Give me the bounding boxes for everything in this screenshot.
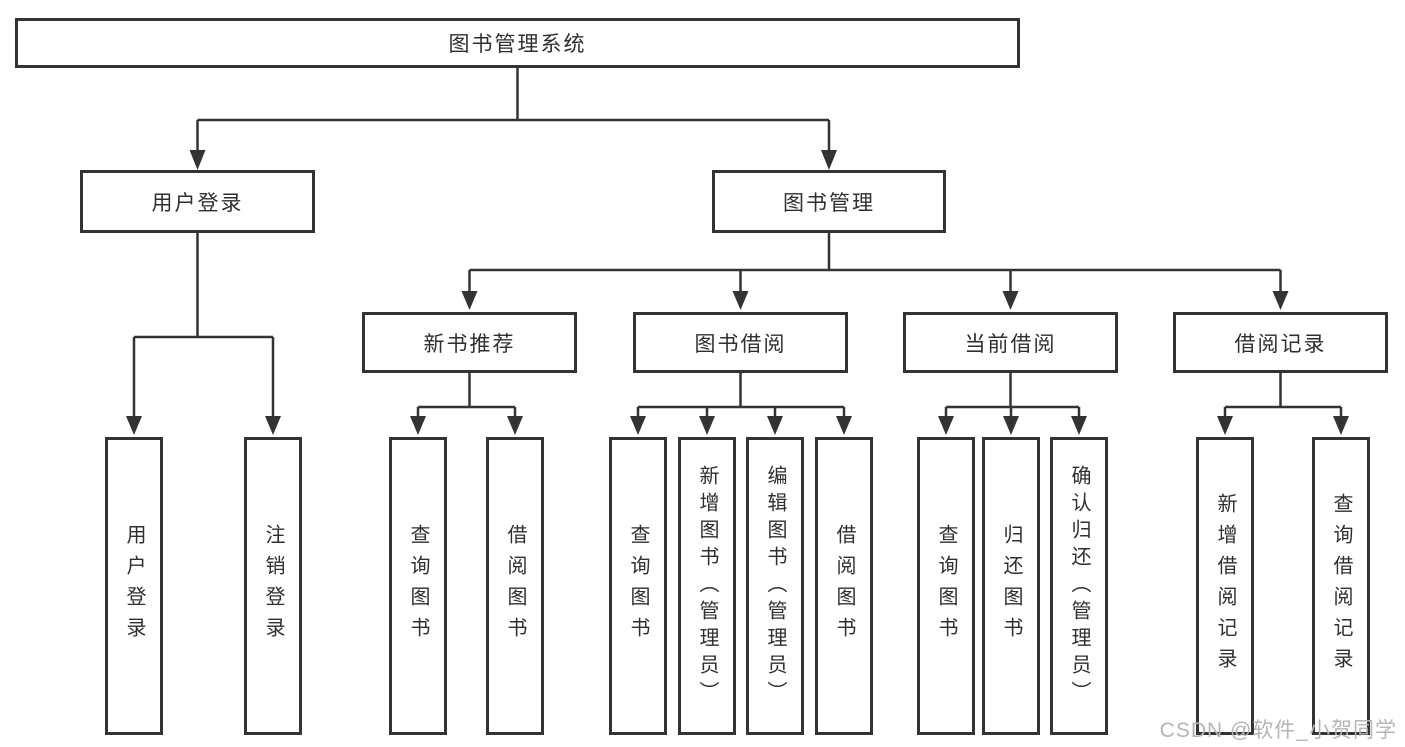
- node-borrow-books-leaf-label: 借阅图书: [833, 524, 855, 648]
- node-query-books-borrow-label: 查询图书: [627, 524, 649, 648]
- node-confirm-return-admin: 确认归还（管理员）: [1050, 437, 1108, 735]
- node-add-borrow-record: 新增借阅记录: [1196, 437, 1254, 735]
- csdn-watermark: CSDN @软件_小贺同学: [1159, 719, 1397, 742]
- node-borrow-books-leaf: 借阅图书: [815, 437, 873, 735]
- node-borrow-books-recommend-label: 借阅图书: [504, 524, 526, 648]
- node-current-borrow-label: 当前借阅: [964, 332, 1057, 356]
- node-book-borrow-label: 图书借阅: [694, 332, 787, 356]
- node-add-borrow-record-label: 新增借阅记录: [1214, 493, 1236, 679]
- node-add-book-admin: 新增图书（管理员）: [678, 437, 736, 735]
- node-current-borrow: 当前借阅: [903, 312, 1118, 373]
- node-book-management: 图书管理: [712, 170, 946, 233]
- node-logout-leaf: 注销登录: [244, 437, 302, 735]
- node-book-borrow: 图书借阅: [633, 312, 848, 373]
- node-edit-book-admin-label: 编辑图书（管理员）: [764, 464, 786, 708]
- arrowheads: [126, 150, 1349, 435]
- node-user-login-branch: 用户登录: [80, 170, 315, 233]
- node-logout-leaf-label: 注销登录: [262, 524, 284, 648]
- node-confirm-return-admin-label: 确认归还（管理员）: [1068, 464, 1090, 708]
- node-user-login-leaf: 用户登录: [105, 437, 163, 735]
- node-query-books-current-label: 查询图书: [935, 524, 957, 648]
- node-query-books-recommend: 查询图书: [389, 437, 447, 735]
- node-root-label: 图书管理系统: [448, 33, 587, 56]
- node-add-book-admin-label: 新增图书（管理员）: [696, 464, 718, 708]
- node-new-book-recommend: 新书推荐: [362, 312, 577, 373]
- node-query-borrow-record: 查询借阅记录: [1312, 437, 1370, 735]
- node-borrow-records: 借阅记录: [1173, 312, 1388, 373]
- node-borrow-records-label: 借阅记录: [1234, 332, 1327, 356]
- node-query-books-borrow: 查询图书: [609, 437, 667, 735]
- node-query-books-current: 查询图书: [917, 437, 975, 735]
- node-new-book-recommend-label: 新书推荐: [423, 332, 516, 356]
- node-borrow-books-recommend: 借阅图书: [486, 437, 544, 735]
- node-user-login-leaf-label: 用户登录: [123, 524, 145, 648]
- node-edit-book-admin: 编辑图书（管理员）: [746, 437, 804, 735]
- node-return-book: 归还图书: [982, 437, 1040, 735]
- node-user-login-branch-label: 用户登录: [151, 191, 244, 215]
- node-root: 图书管理系统: [15, 18, 1020, 68]
- node-return-book-label: 归还图书: [1000, 524, 1022, 648]
- node-query-books-recommend-label: 查询图书: [407, 524, 429, 648]
- node-query-borrow-record-label: 查询借阅记录: [1330, 493, 1352, 679]
- node-book-management-label: 图书管理: [783, 191, 875, 215]
